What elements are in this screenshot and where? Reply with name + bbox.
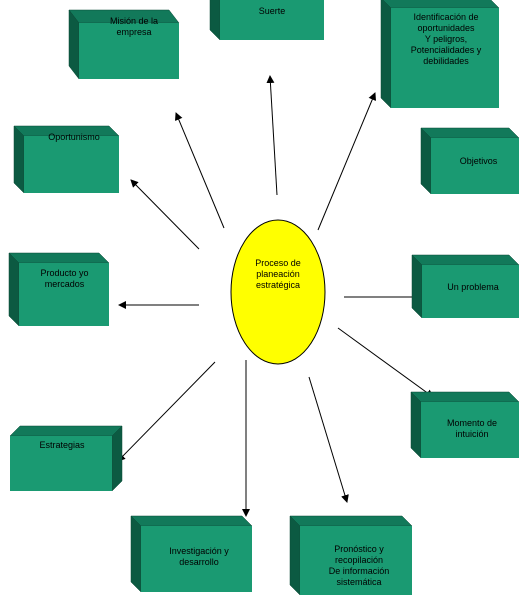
box-front-face	[431, 138, 519, 194]
box-side-face	[209, 0, 221, 41]
node-label-pronostico: Pronóstico y recopilación De información…	[328, 544, 390, 587]
node-box-producto	[8, 252, 110, 327]
box-front-face	[422, 265, 519, 318]
node-label-objetivos: Objetivos	[459, 156, 498, 166]
arrow-to-oportunismo	[130, 179, 200, 250]
arrow-to-identificacion	[317, 92, 377, 231]
box-front-face	[300, 526, 412, 595]
node-label-mision: Misión de la empresa	[109, 16, 159, 37]
node-box-momento	[410, 391, 519, 459]
center-ellipse	[230, 219, 326, 365]
node-label-estrategias: Estrategias	[39, 440, 85, 450]
box-side-face	[13, 125, 25, 194]
node-box-oportunismo	[13, 125, 120, 194]
box-front-face	[19, 263, 109, 326]
node-label-momento: Momento de intuición	[446, 418, 498, 439]
node-label-suerte: Suerte	[258, 6, 286, 16]
box-side-face	[130, 515, 142, 593]
node-box-mision	[68, 9, 180, 80]
box-front-face	[24, 136, 119, 193]
arrow-to-pronostico	[308, 376, 349, 503]
box-top-face	[8, 252, 110, 264]
node-label-producto: Producto yo mercados	[40, 268, 89, 289]
arrow-to-estrategias	[117, 361, 216, 462]
node-box-estrategias	[9, 425, 123, 492]
box-front-face	[79, 23, 179, 79]
node-box-pronostico	[289, 515, 413, 595]
node-box-objetivos	[420, 127, 519, 195]
box-side-face	[111, 425, 123, 492]
box-top-face	[130, 515, 253, 527]
center-label: Proceso de planeación estratégica	[255, 258, 301, 290]
node-label-identificacion: Identificación de oportunidades Y peligr…	[410, 12, 482, 66]
box-top-face	[420, 127, 519, 139]
box-side-face	[289, 515, 301, 595]
box-side-face	[8, 252, 20, 327]
arrow-to-suerte	[266, 75, 278, 196]
box-front-face	[220, 0, 324, 40]
node-box-identificacion	[380, 0, 500, 109]
node-box-investigacion	[130, 515, 253, 593]
node-label-problema: Un problema	[447, 282, 499, 292]
arrow-to-mision	[175, 112, 225, 229]
box-front-face	[421, 402, 519, 458]
box-front-face	[391, 8, 499, 108]
box-top-face	[410, 391, 519, 403]
box-top-face	[382, 0, 500, 9]
arrow-to-momento	[337, 327, 434, 398]
box-side-face	[411, 254, 423, 319]
box-side-face	[380, 0, 392, 109]
box-top-face	[289, 515, 413, 527]
box-top-face	[9, 425, 123, 437]
box-side-face	[420, 127, 432, 195]
box-front-face	[141, 526, 252, 592]
box-front-face	[10, 436, 112, 491]
box-top-face	[411, 254, 519, 266]
node-box-suerte	[209, 0, 325, 41]
node-box-problema	[411, 254, 519, 319]
arrows-layer	[117, 75, 434, 517]
boxes-layer	[8, 0, 519, 595]
node-label-oportunismo: Oportunismo	[48, 132, 100, 142]
box-side-face	[410, 391, 422, 459]
node-label-investigacion: Investigación y desarrollo	[169, 546, 229, 567]
